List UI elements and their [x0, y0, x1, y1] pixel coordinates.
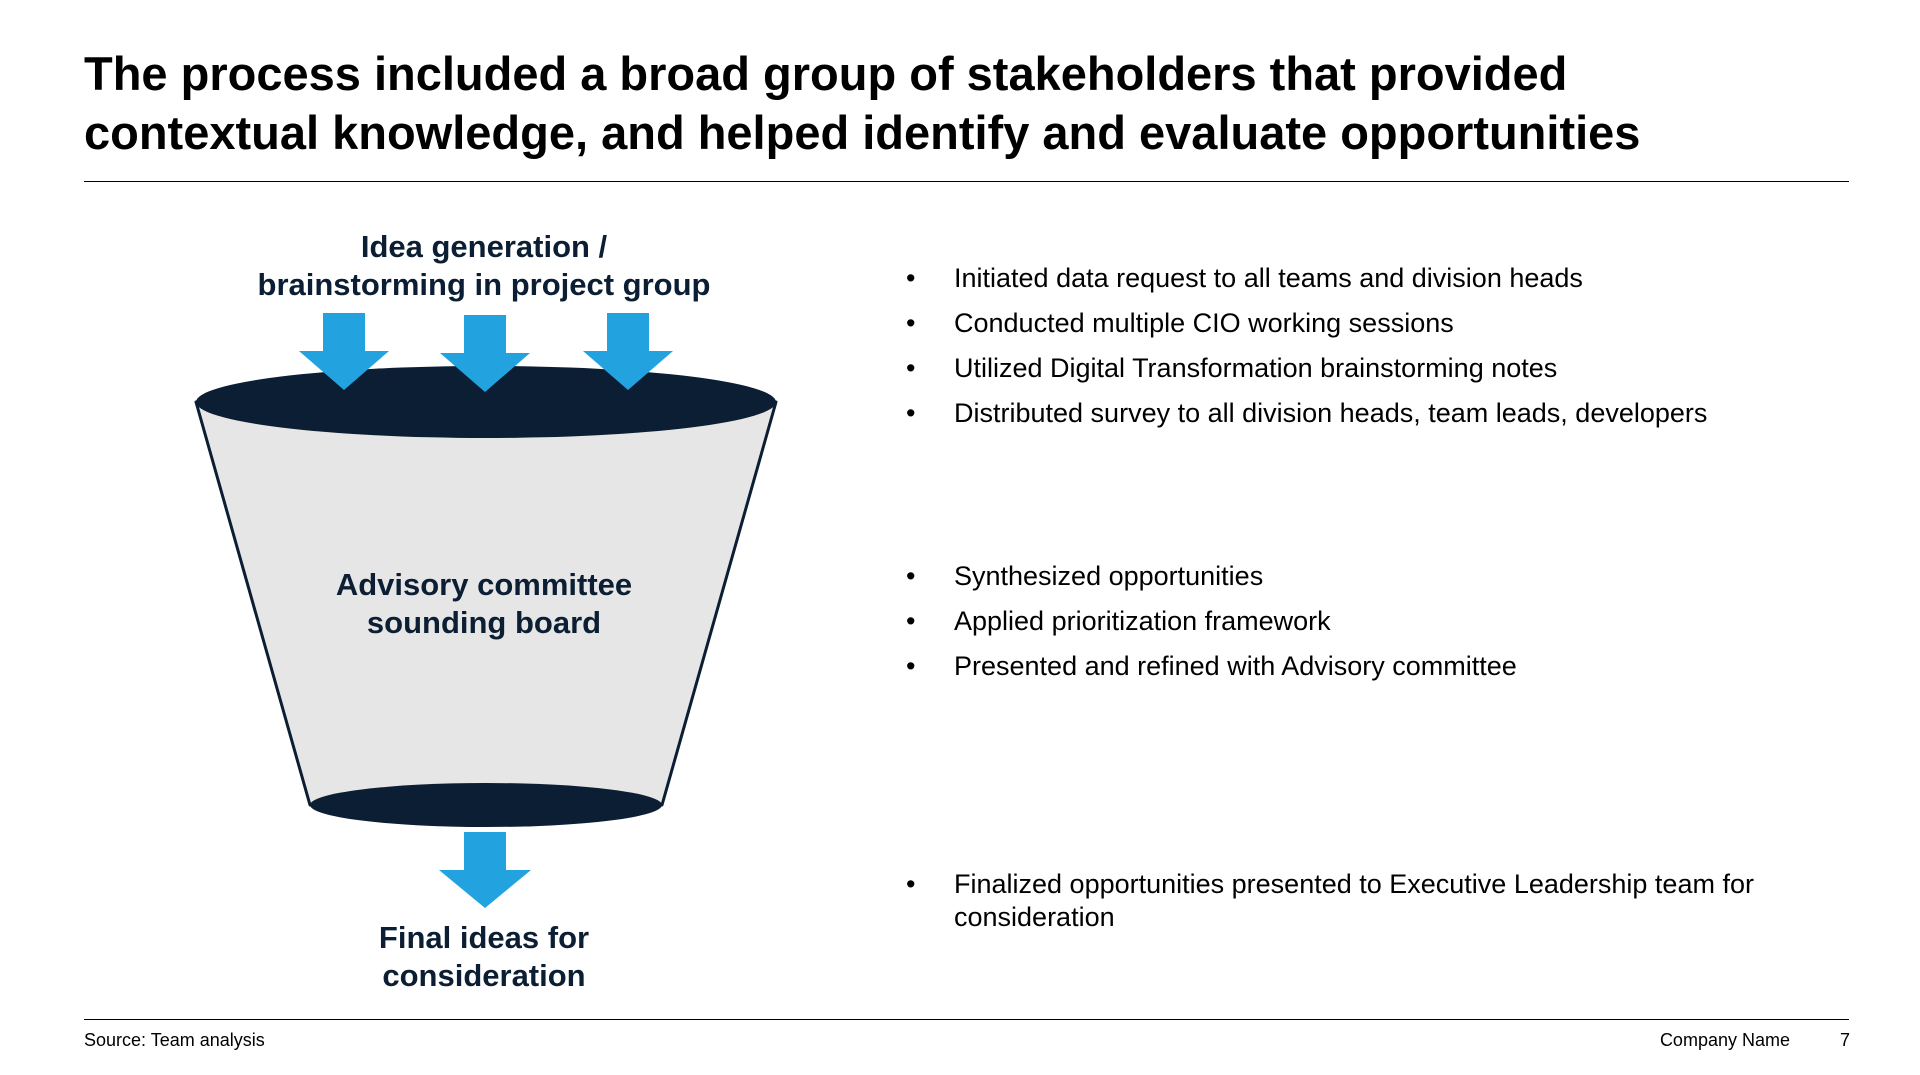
input-arrow-center-icon — [440, 315, 530, 392]
bullet-list-advisory: • Synthesized opportunities • Applied prio… — [906, 560, 1836, 695]
bullet-item: • Utilized Digital Transformation brainst… — [906, 352, 1836, 385]
funnel-input-label-line-2: brainstorming in project group — [257, 267, 711, 302]
bullet-item: • Finalized opportunities presented to Ex… — [906, 868, 1836, 934]
bullet-text: Utilized Digital Transformation brainsto… — [954, 353, 1558, 383]
bullet-text: Presented and refined with Advisory comm… — [954, 651, 1517, 681]
bullet-item: • Conducted multiple CIO working sessions — [906, 307, 1836, 340]
output-arrow-icon — [439, 832, 531, 908]
funnel-output-label-line-2: consideration — [382, 958, 586, 993]
funnel-input-label-line-1: Idea generation / — [360, 229, 608, 264]
bullet-marker: • — [906, 308, 916, 338]
bullet-text: Finalized opportunities presented to Exe… — [954, 869, 1754, 932]
funnel-input-label: Idea generation / brainstorming in proje… — [184, 228, 784, 304]
bullet-marker: • — [906, 561, 916, 591]
bullet-text: Initiated data request to all teams and … — [954, 263, 1583, 293]
slide-title-line-2: contextual knowledge, and helped identif… — [84, 106, 1641, 159]
bullet-marker: • — [906, 606, 916, 636]
funnel-middle-label-line-1: Advisory committee — [335, 567, 633, 602]
source-note: Source: Team analysis — [84, 1030, 265, 1050]
bullet-item: • Initiated data request to all teams and… — [906, 262, 1836, 295]
bullet-text: Distributed survey to all division heads… — [954, 398, 1708, 428]
bullet-item: • Presented and refined with Advisory com… — [906, 650, 1836, 683]
bullet-list-final-ideas: • Finalized opportunities presented to Ex… — [906, 868, 1836, 946]
slide-title-line-1: The process included a broad group of st… — [84, 47, 1568, 100]
bullet-marker: • — [906, 353, 916, 383]
company-name: Company Name — [1659, 1030, 1790, 1050]
slide-title: The process included a broad group of st… — [84, 44, 1844, 162]
bullet-text: Applied prioritization framework — [954, 606, 1331, 636]
funnel-bottom-rim — [310, 783, 662, 827]
input-arrow-right-icon — [583, 313, 673, 390]
input-arrow-left-icon — [299, 313, 389, 390]
bullet-marker: • — [906, 651, 916, 681]
bullet-item: • Distributed survey to all division head… — [906, 397, 1836, 430]
bullet-list-idea-generation: • Initiated data request to all teams and… — [906, 262, 1836, 442]
bullet-marker: • — [906, 869, 916, 899]
title-divider — [84, 181, 1849, 182]
bullet-text: Synthesized opportunities — [954, 561, 1264, 591]
footer-divider — [84, 1019, 1849, 1020]
funnel-middle-label: Advisory committee sounding board — [184, 566, 784, 642]
funnel-middle-label-line-2: sounding board — [366, 605, 602, 640]
funnel-output-label-line-1: Final ideas for — [378, 920, 590, 955]
bullet-marker: • — [906, 263, 916, 293]
bullet-item: • Applied prioritization framework — [906, 605, 1836, 638]
bullet-text: Conducted multiple CIO working sessions — [954, 308, 1454, 338]
page-number: 7 — [1839, 1030, 1850, 1050]
bullet-marker: • — [906, 398, 916, 428]
funnel-output-label: Final ideas for consideration — [234, 919, 734, 995]
bullet-item: • Synthesized opportunities — [906, 560, 1836, 593]
